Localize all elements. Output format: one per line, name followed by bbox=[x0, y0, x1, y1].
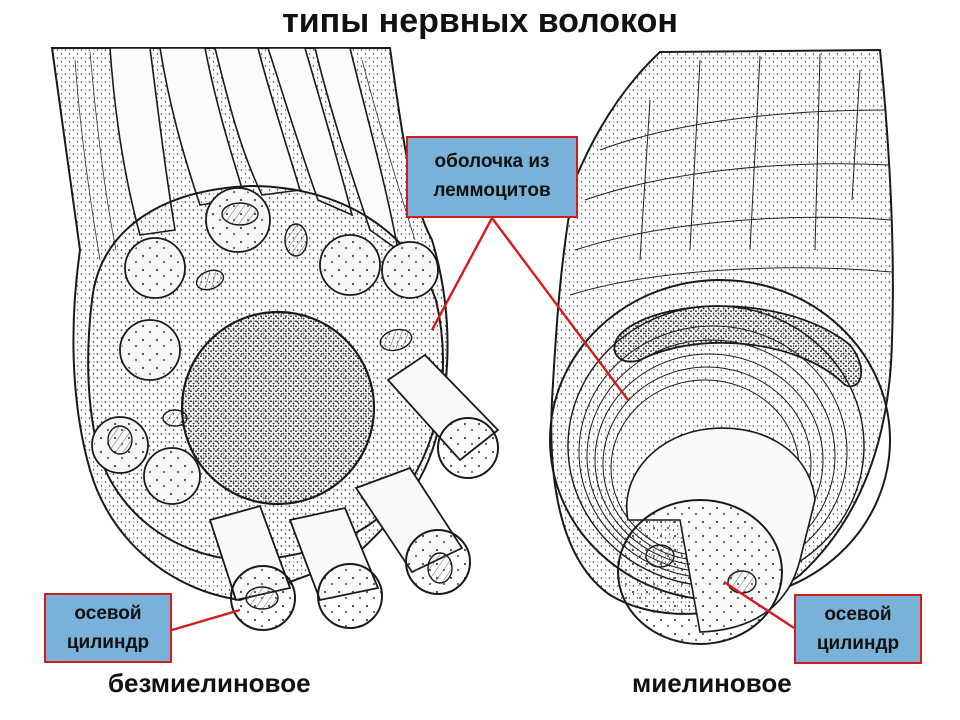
leader-axis-right bbox=[723, 580, 795, 630]
callout-line: леммоцитов bbox=[433, 180, 551, 201]
leader-sheath-left bbox=[430, 217, 494, 331]
callout-line: цилиндр bbox=[66, 632, 150, 653]
callout-lemmocyte-sheath: оболочка из леммоцитов bbox=[406, 136, 578, 218]
surface-network bbox=[569, 53, 893, 296]
callout-axial-cylinder-left: осевой цилиндр bbox=[44, 593, 172, 663]
mitochondria bbox=[107, 202, 413, 455]
slide-title: типы нервных волокон bbox=[282, 2, 678, 40]
myelinated-fiber-drawing bbox=[549, 48, 894, 645]
callout-line: оболочка из bbox=[434, 151, 550, 172]
lemmocyte-nucleus bbox=[180, 310, 376, 506]
schwann-nucleus bbox=[613, 305, 862, 388]
axon-mitochondria bbox=[645, 544, 757, 594]
caption-myelinated: миелиновое bbox=[632, 668, 792, 698]
callout-line: осевой bbox=[74, 603, 142, 624]
axon-cylinder bbox=[386, 353, 500, 479]
axon-face bbox=[617, 499, 783, 645]
callout-line: цилиндр bbox=[816, 633, 900, 654]
callout-axial-cylinder-right: осевой цилиндр bbox=[794, 594, 922, 664]
callout-line: осевой bbox=[824, 604, 892, 625]
axon-cylinder bbox=[208, 504, 296, 631]
axon-cylinder bbox=[288, 506, 383, 629]
leader-axis-left bbox=[171, 608, 241, 632]
leader-lines bbox=[171, 217, 795, 632]
unmyelinated-fiber-drawing bbox=[50, 47, 500, 631]
protruding-axons bbox=[208, 353, 500, 631]
leader-sheath-right bbox=[491, 217, 629, 401]
caption-unmyelinated: безмиелиновое bbox=[108, 668, 311, 698]
axon-cylinder bbox=[354, 466, 471, 595]
strand-fibrils bbox=[74, 51, 416, 261]
